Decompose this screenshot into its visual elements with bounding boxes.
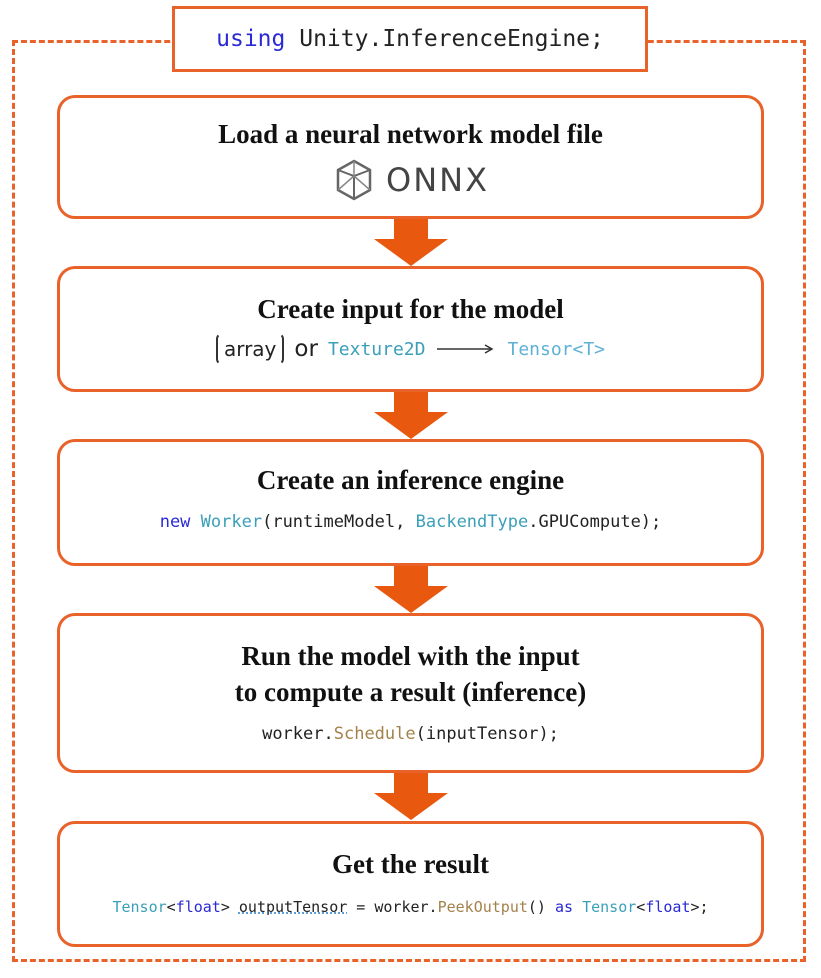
- onnx-logo-text: ONNX: [386, 161, 489, 199]
- code-keyword-new: new: [159, 512, 191, 532]
- down-arrow-icon: [374, 392, 448, 439]
- arrow-right-icon: [437, 344, 494, 354]
- code-text: .GPUCompute);: [528, 512, 662, 532]
- step-create-input: Create input for the model array or Text…: [57, 266, 764, 392]
- code-text: = worker.: [347, 898, 438, 916]
- code-keyword-float: float: [175, 898, 221, 916]
- step-get-result: Get the result Tensor<float> outputTenso…: [57, 821, 764, 947]
- code-type-backend: BackendType: [415, 512, 529, 532]
- code-type-worker: Worker: [200, 512, 263, 532]
- worker-code-line: new Worker(runtimeModel, BackendType.GPU…: [60, 512, 761, 532]
- code-text: >: [220, 898, 239, 916]
- step-run-model: Run the model with the input to compute …: [57, 613, 764, 773]
- schedule-code-line: worker.Schedule(inputTensor);: [60, 724, 761, 744]
- code-text: >;: [690, 898, 709, 916]
- onnx-logo: ONNX: [60, 158, 761, 202]
- texture-label: Texture2D: [327, 338, 426, 360]
- step-create-engine: Create an inference engine new Worker(ru…: [57, 439, 764, 566]
- code-keyword-as: as: [555, 898, 574, 916]
- code-text: [573, 898, 582, 916]
- step-title-line2: to compute a result (inference): [234, 677, 587, 707]
- code-text: (runtimeModel,: [262, 512, 416, 532]
- code-type-tensor: Tensor: [582, 898, 637, 916]
- code-variable-output: outputTensor: [238, 898, 348, 916]
- code-text: worker.: [262, 724, 334, 744]
- input-options: array or Texture2D Tensor<T>: [60, 333, 761, 365]
- array-label: array: [215, 333, 285, 365]
- step-load-model: Load a neural network model file ONNX: [57, 95, 764, 219]
- peek-output-code-line: Tensor<float> outputTensor = worker.Peek…: [60, 898, 761, 916]
- step-title-line1: Run the model with the input: [241, 641, 580, 671]
- down-arrow-icon: [374, 219, 448, 266]
- code-text: (): [527, 898, 555, 916]
- onnx-logo-icon: [336, 159, 372, 201]
- code-method-schedule: Schedule: [333, 724, 416, 744]
- namespace-text: Unity.InferenceEngine;: [299, 26, 604, 52]
- tensor-label: Tensor<T>: [507, 338, 606, 360]
- or-label: or: [294, 336, 318, 362]
- code-type-tensor: Tensor: [112, 898, 167, 916]
- code-method-peek: PeekOutput: [437, 898, 528, 916]
- code-text: <: [166, 898, 176, 916]
- code-text: <: [636, 898, 646, 916]
- step-title: Create input for the model: [257, 294, 564, 324]
- step-title: Create an inference engine: [256, 465, 565, 495]
- down-arrow-icon: [374, 773, 448, 820]
- code-keyword-float: float: [645, 898, 691, 916]
- using-keyword: using: [216, 26, 286, 52]
- using-statement-box: using Unity.InferenceEngine;: [172, 6, 648, 72]
- step-title: Get the result: [332, 849, 489, 879]
- step-title: Load a neural network model file: [218, 119, 603, 149]
- down-arrow-icon: [374, 566, 448, 613]
- code-text: (inputTensor);: [415, 724, 559, 744]
